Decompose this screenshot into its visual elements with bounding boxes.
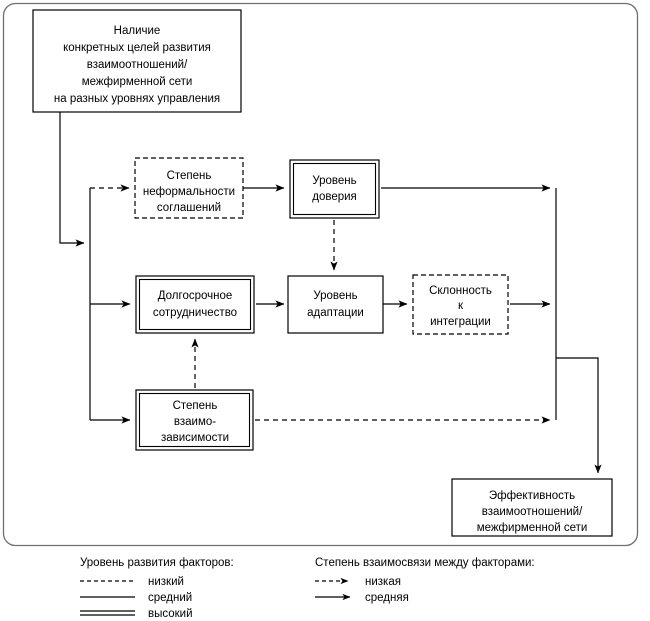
- node-longterm[interactable]: Долгосрочное сотрудничество: [135, 275, 255, 334]
- node-goals-line-5: на разных уровнях управления: [54, 93, 220, 105]
- outer-frame: [2, 2, 639, 547]
- node-interdependence-line-3: зависимости: [161, 432, 229, 444]
- legend-right-label-medium: средняя: [365, 592, 409, 604]
- connector-layer: [59, 112, 602, 474]
- node-integration-box: [412, 274, 509, 335]
- edge-goals-to-trunk: [59, 112, 85, 247]
- node-integration-line-1: Склонность: [429, 285, 492, 297]
- node-informality-line-1: Степень: [167, 170, 212, 182]
- node-trust-box-outer: [289, 159, 380, 219]
- node-effectiveness-box: [451, 478, 613, 537]
- legend-right: Степень взаимосвязи между факторами: низ…: [315, 557, 535, 604]
- node-integration-line-3: интеграции: [430, 316, 491, 328]
- node-effectiveness-line-3: межфирменной сети: [477, 522, 588, 534]
- legend-right-title: Степень взаимосвязи между факторами:: [315, 557, 535, 569]
- node-adaptation-line-2: адаптации: [307, 307, 364, 319]
- node-adaptation-line-1: Уровень: [313, 290, 357, 302]
- node-informality-box: [134, 157, 244, 219]
- node-adaptation[interactable]: Уровень адаптации: [287, 275, 384, 334]
- node-longterm-box-inner: [138, 278, 252, 331]
- node-longterm-line-1: Долгосрочное: [158, 290, 233, 302]
- node-goals-line-4: межфирменной сети: [82, 76, 193, 88]
- node-informality[interactable]: Степень неформальности соглашений: [134, 157, 244, 219]
- node-longterm-line-2: сотрудничество: [153, 307, 237, 319]
- legend-left-label-high: высокий: [148, 608, 193, 620]
- legend-left-label-low: низкий: [148, 576, 184, 588]
- node-interdependence-box-inner: [138, 392, 251, 448]
- node-trust-line-2: доверия: [312, 191, 357, 203]
- node-interdependence-line-2: взаимо-: [174, 416, 216, 428]
- node-longterm-box-outer: [135, 275, 255, 334]
- legend-left-label-medium: средний: [148, 592, 192, 604]
- node-effectiveness-line-2: взаимоотношений/: [482, 506, 583, 518]
- node-trust-line-1: Уровень: [312, 175, 356, 187]
- node-goals[interactable]: Наличие конкретных целей развития взаимо…: [32, 9, 242, 113]
- node-informality-line-3: соглашений: [157, 202, 221, 214]
- node-interdependence-box-outer: [135, 389, 254, 451]
- node-goals-box: [32, 9, 242, 113]
- node-trust-box-inner: [292, 162, 377, 216]
- node-adaptation-box: [287, 275, 384, 334]
- node-goals-line-2: конкретных целей развития: [63, 42, 211, 54]
- node-informality-line-2: неформальности: [143, 186, 235, 198]
- node-integration-line-2: к: [458, 300, 464, 312]
- node-goals-line-3: взаимоотношений/: [87, 59, 188, 71]
- edge-trunk-to-effectiveness: [556, 357, 602, 474]
- node-goals-line-1: Наличие: [114, 25, 161, 37]
- node-interdependence-line-1: Степень: [173, 400, 218, 412]
- legend-right-label-low: низкая: [365, 576, 401, 588]
- legend-left-title: Уровень развития факторов:: [80, 557, 234, 569]
- node-integration[interactable]: Склонность к интеграции: [412, 274, 509, 335]
- node-trust[interactable]: Уровень доверия: [289, 159, 380, 219]
- legend-left: Уровень развития факторов: низкий средни…: [80, 557, 234, 620]
- node-interdependence[interactable]: Степень взаимо- зависимости: [135, 389, 254, 451]
- node-effectiveness-line-1: Эффективность: [489, 490, 575, 502]
- node-effectiveness[interactable]: Эффективность взаимоотношений/ межфирмен…: [451, 478, 613, 537]
